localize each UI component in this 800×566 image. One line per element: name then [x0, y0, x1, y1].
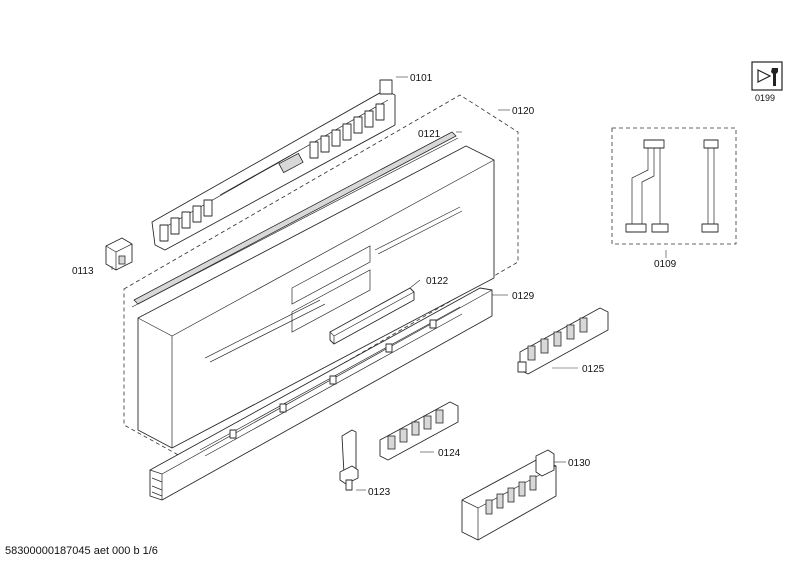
document-id: 58300000187045 aet 000 b 1/6: [5, 545, 158, 557]
label-0123: 0123: [368, 487, 391, 498]
label-0124: 0124: [438, 448, 461, 459]
part-0101-control-module[interactable]: [151, 79, 396, 251]
label-0101: 0101: [410, 73, 433, 84]
label-0113: 0113: [72, 266, 94, 277]
label-0199: 0199: [755, 93, 775, 103]
wrench-service-icon: [751, 61, 783, 91]
label-0120: 0120: [512, 106, 535, 117]
part-0124-switch-block[interactable]: [379, 401, 459, 461]
part-0123-clip[interactable]: [339, 429, 359, 491]
part-0129-base-rail[interactable]: [149, 287, 493, 501]
label-0121: 0121: [418, 129, 441, 140]
part-0109-cable-set[interactable]: [611, 127, 737, 245]
part-0125-switch-block[interactable]: [517, 307, 609, 375]
group-outline-0120: [123, 94, 519, 458]
part-0130-holder[interactable]: [461, 449, 557, 541]
leader-lines: [111, 76, 667, 491]
part-0120-control-panel[interactable]: [137, 145, 495, 449]
part-0121-trim-strip[interactable]: [131, 131, 459, 308]
label-0129: 0129: [512, 291, 535, 302]
label-0125: 0125: [582, 364, 605, 375]
label-0130: 0130: [568, 458, 591, 469]
part-0113-connector[interactable]: [105, 237, 133, 271]
label-0122: 0122: [426, 276, 449, 287]
label-0109: 0109: [654, 259, 677, 270]
